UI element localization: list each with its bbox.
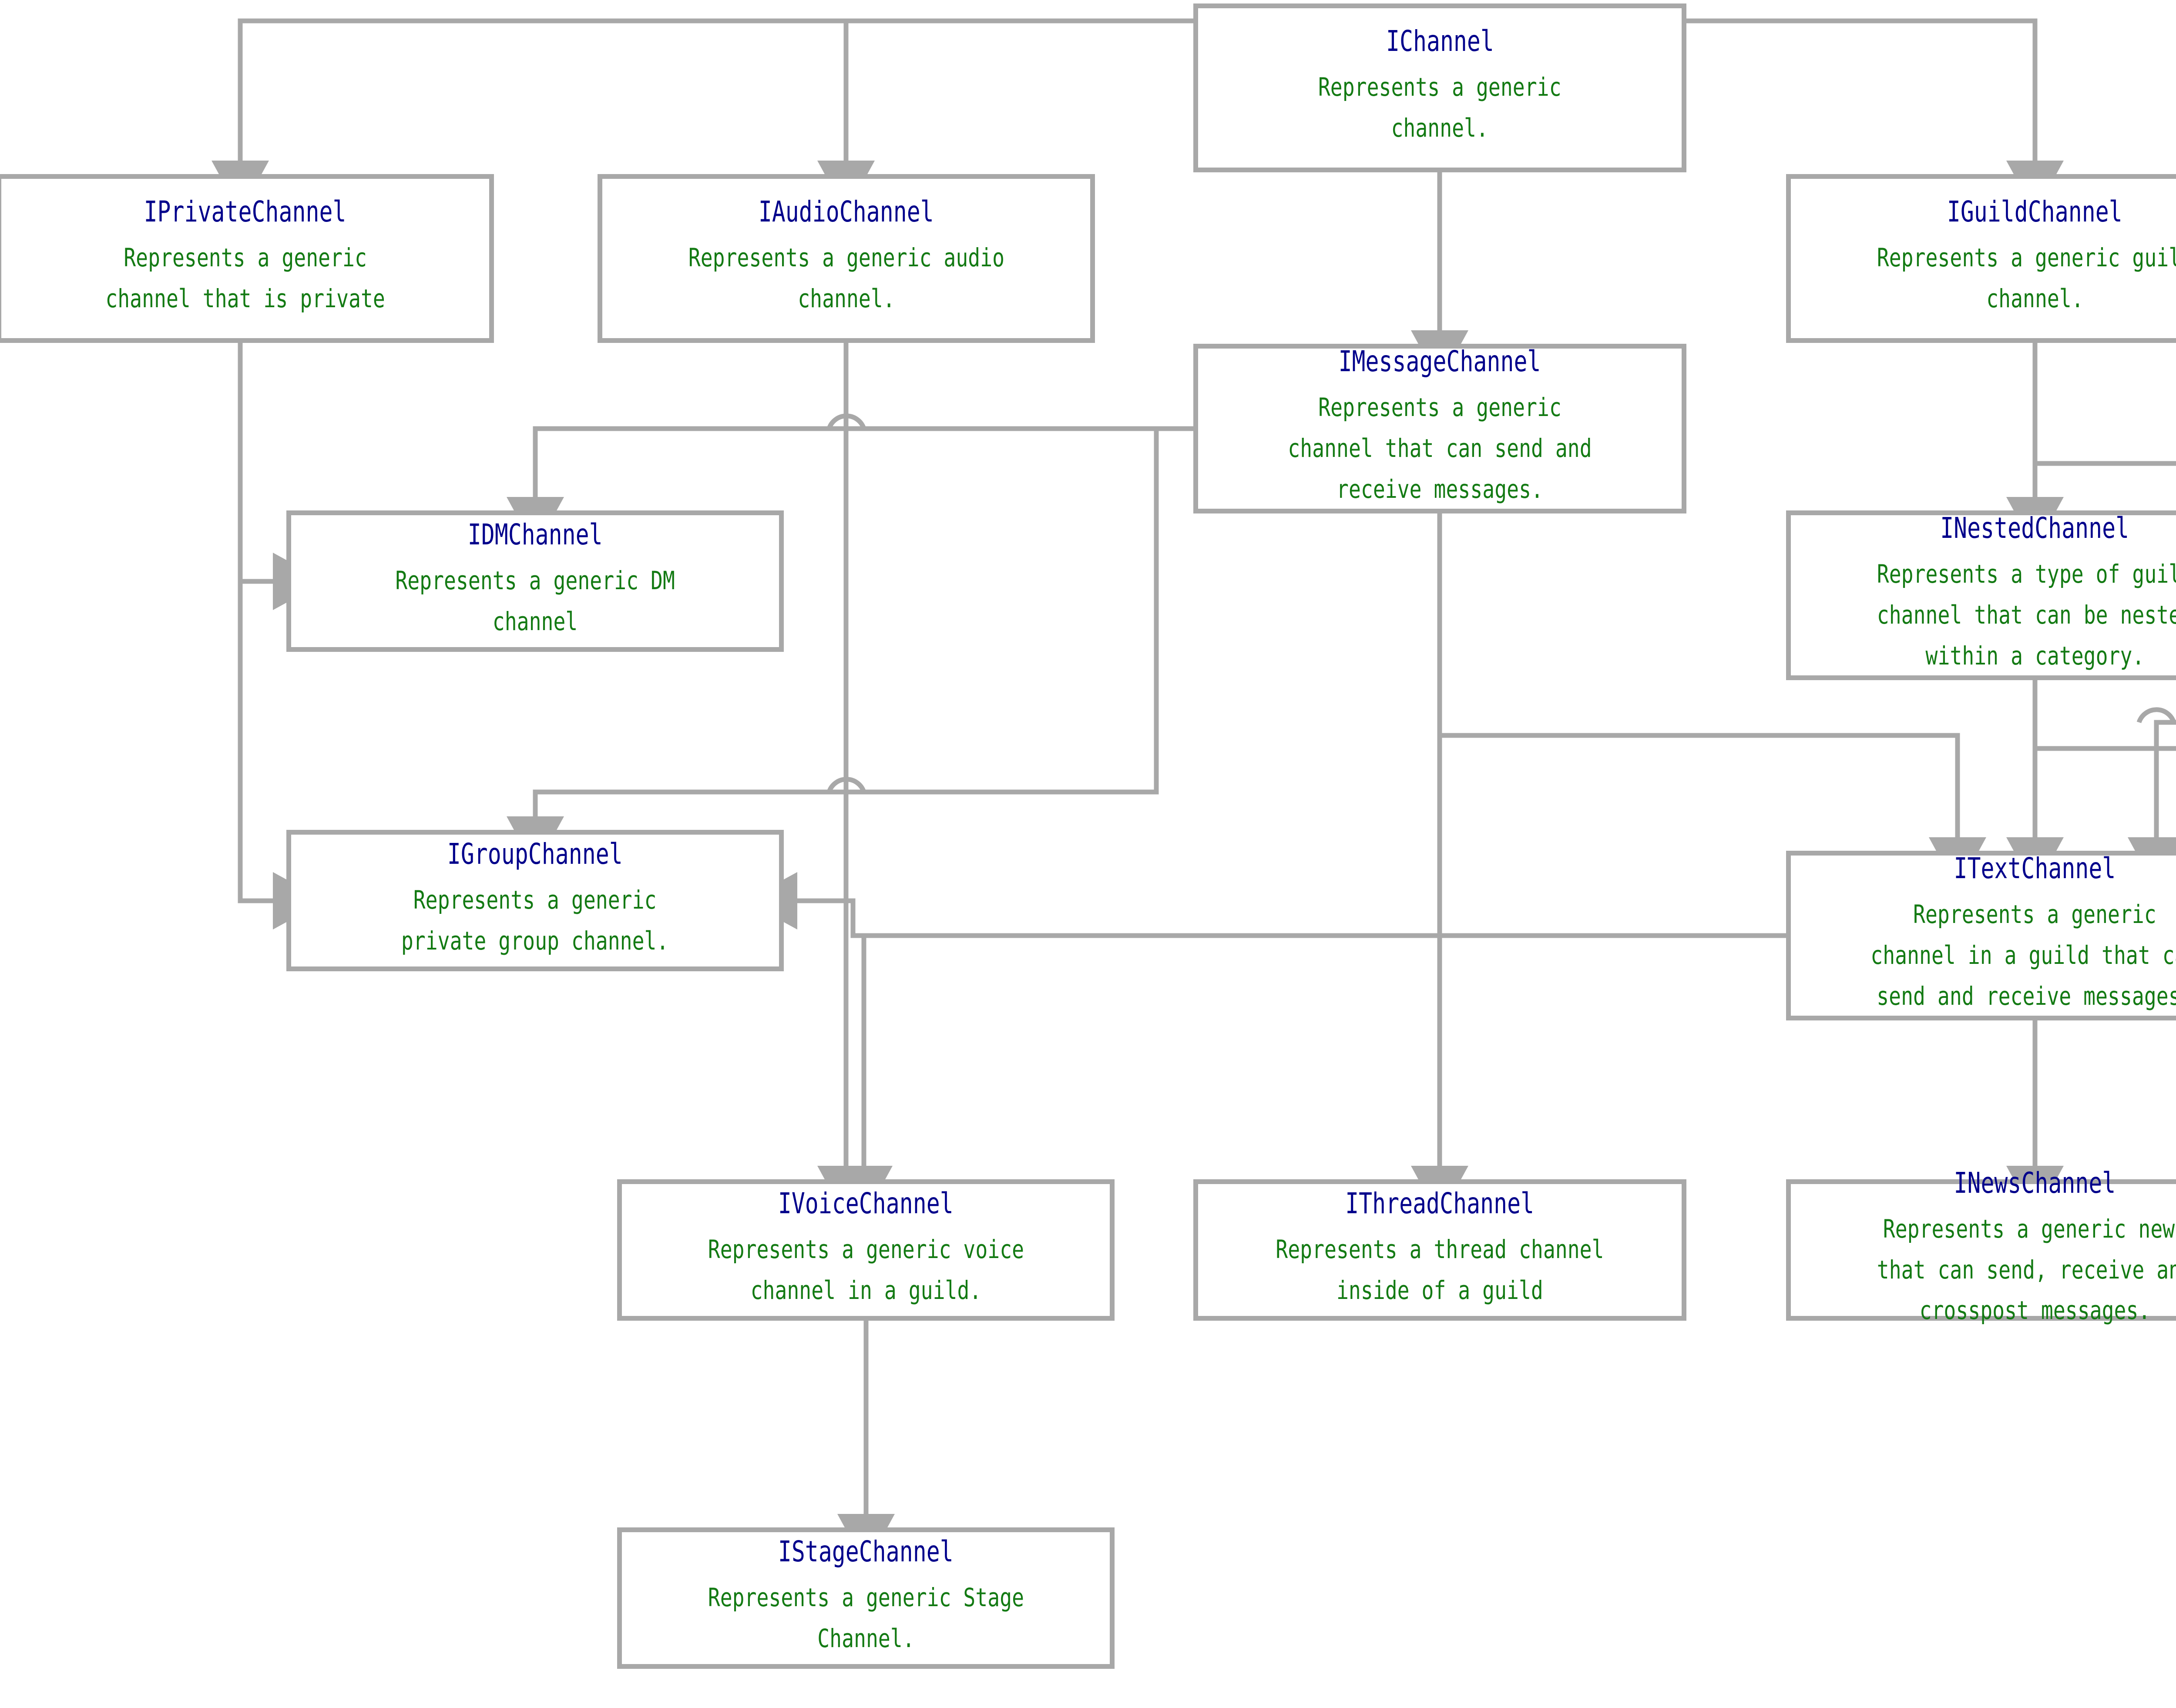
node-title: IGroupChannel (447, 837, 623, 871)
node-description: Represents a generic channel. (1318, 72, 1561, 143)
node-title: ITextChannel (1954, 852, 2116, 886)
line-hops (826, 413, 2176, 793)
node-description: Represents a generic guild channel. (1877, 243, 2176, 313)
node-description: Represents a generic private group chann… (401, 885, 669, 956)
node-title: IVoiceChannel (778, 1186, 954, 1220)
node-description: Represents a type of guild channel that … (1877, 559, 2176, 671)
node-title: IGuildChannel (1947, 195, 2122, 229)
edge-iintegrationchannel-itextchannel (2128, 720, 2176, 890)
node-title: IDMChannel (467, 517, 603, 551)
edge-ichannel-iaudiochannel (817, 18, 1193, 213)
node-title: IThreadChannel (1345, 1186, 1535, 1220)
node-description: Represents a generic audio channel. (688, 243, 1004, 313)
node-description: Represents a generic Stage Channel. (708, 1582, 1024, 1653)
node-title: IMessageChannel (1339, 345, 1541, 379)
node-description: Represents a generic channel that is pri… (105, 243, 385, 313)
edge-iguildchannel-iintegrationchannel (2035, 461, 2176, 466)
edge-iprivatechannel-igroupchannel (238, 581, 326, 930)
edge-ichannel-iprivatechannel (212, 18, 1193, 213)
node-title: IStageChannel (778, 1534, 954, 1568)
node-description: Represents a generic DM channel (395, 565, 675, 636)
edge-imessagechannel-idmchannel (507, 426, 1193, 550)
edge-ichannel-iguildchannel (1686, 18, 2064, 213)
node-description: Represents a thread channel inside of a … (1276, 1234, 1604, 1305)
edge-iprivatechannel-idmchannel (238, 343, 326, 610)
node-title: IChannel (1386, 24, 1494, 58)
node-title: IPrivateChannel (144, 195, 346, 229)
node-description: Represents a generic channel in a guild … (1870, 899, 2176, 1011)
edge-itextchannel-igroupchannel (745, 872, 1786, 938)
node-title: INewsChannel (1954, 1166, 2116, 1200)
node-description: Represents a generic channel that can se… (1288, 393, 1592, 504)
node-title: IAudioChannel (759, 195, 934, 229)
node-description: Represents a generic voice channel in a … (708, 1234, 1024, 1305)
node-description: Represents a generic news that can send,… (1877, 1214, 2176, 1325)
node-title: INestedChannel (1940, 511, 2129, 545)
